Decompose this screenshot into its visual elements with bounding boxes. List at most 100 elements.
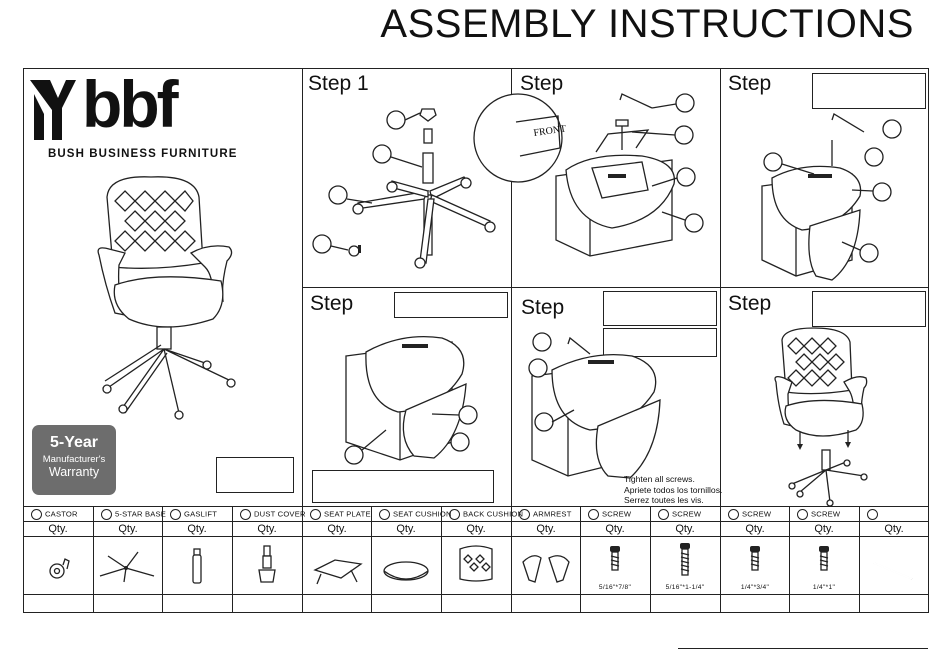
screw-icon	[610, 546, 620, 571]
part-qty-label: Qty.	[605, 523, 625, 535]
step-5-text-box-2	[603, 328, 717, 357]
part-qty-label: Qty.	[536, 523, 556, 535]
part-qty-label: Qty.	[257, 523, 277, 535]
signature-line	[678, 648, 928, 650]
part-checkbox-icon	[658, 509, 669, 520]
brand-subtitle: BUSH BUSINESS FURNITURE	[48, 148, 238, 160]
part-name-12	[867, 509, 881, 520]
part-qty-label: Qty.	[48, 523, 68, 535]
allen-key-icon	[873, 555, 913, 580]
part-name-label: SCREW	[811, 509, 841, 519]
part-name-label: DUST COVER	[254, 509, 306, 519]
part-checkbox-icon	[449, 509, 460, 520]
part-checkbox-icon	[588, 509, 599, 520]
part-size-label: 1/4"*1"	[812, 584, 836, 591]
page-title: ASSEMBLY INSTRUCTIONS	[380, 2, 914, 46]
step-4-text-box	[394, 292, 508, 318]
part-name-6: BACK CUSHION	[449, 509, 523, 520]
part-qty-label: Qty.	[884, 523, 904, 535]
castor-icon	[49, 558, 70, 579]
part-checkbox-icon	[867, 509, 878, 520]
part-checkbox-icon	[240, 509, 251, 520]
warranty-years: 5-Year	[49, 434, 99, 451]
warranty-line3: Warranty	[48, 465, 100, 479]
gaslift-icon	[192, 548, 202, 584]
step-3-label: Step	[728, 72, 772, 95]
brand-logo	[30, 80, 76, 140]
part-name-9: SCREW	[658, 509, 701, 520]
part-name-label: SEAT CUSHION	[393, 509, 452, 519]
step-5-label: Step	[521, 296, 565, 319]
model-number-box	[216, 457, 294, 493]
screw-icon	[750, 546, 760, 571]
part-name-8: SCREW	[588, 509, 631, 520]
part-name-label: GASLIFT	[184, 509, 218, 519]
part-name-0: CASTOR	[31, 509, 78, 520]
step-5-illustration	[528, 332, 661, 479]
step-4-label: Step	[310, 292, 354, 315]
star-base-icon	[99, 551, 155, 583]
part-size-label: 5/16"*1-1/4"	[665, 584, 705, 591]
chair-illustration	[97, 176, 236, 420]
part-name-5: SEAT CUSHION	[379, 509, 452, 520]
part-qty-label: Qty.	[327, 523, 347, 535]
part-checkbox-icon	[728, 509, 739, 520]
step-2-illustration: FRONT	[473, 93, 704, 257]
seat-plate-icon	[313, 559, 363, 585]
step-2-label: Step	[520, 72, 564, 95]
part-name-label: CASTOR	[45, 509, 78, 519]
step-5-note-en: Tighten all screws.	[624, 474, 695, 484]
step-3-text-box	[812, 73, 926, 109]
step-5-note-fr: Serrez toutes les vis.	[624, 495, 704, 505]
part-size-label: 1/4"*3/4"	[740, 584, 770, 591]
part-qty-label: Qty.	[187, 523, 207, 535]
part-name-label: ARMREST	[533, 509, 572, 519]
part-name-7: ARMREST	[519, 509, 572, 520]
part-qty-label: Qty.	[118, 523, 138, 535]
step-5-note: Tighten all screws. Apriete todos los to…	[624, 474, 722, 506]
step-6-illustration	[774, 327, 868, 507]
armrest-icon	[522, 555, 570, 583]
brand-logo-text: bbf	[82, 67, 179, 141]
part-checkbox-icon	[797, 509, 808, 520]
step-6-label: Step	[728, 292, 772, 315]
part-qty-label: Qty.	[814, 523, 834, 535]
screw-icon	[819, 546, 829, 571]
part-name-10: SCREW	[728, 509, 771, 520]
part-name-label: 5-STAR BASE	[115, 509, 167, 519]
part-size-label: 5/16"*7/8"	[598, 584, 632, 591]
part-name-2: GASLIFT	[170, 509, 217, 520]
dust-cover-icon	[258, 545, 276, 583]
part-name-4: SEAT PLATE	[310, 509, 371, 520]
step-4-note-box	[312, 470, 494, 503]
front-label: FRONT	[533, 124, 567, 139]
part-name-3: DUST COVER	[240, 509, 306, 520]
step-3-illustration	[761, 113, 902, 281]
part-checkbox-icon	[310, 509, 321, 520]
step-1-illustration	[312, 108, 496, 269]
step-6-text-box	[812, 291, 926, 327]
part-checkbox-icon	[101, 509, 112, 520]
part-name-label: SCREW	[742, 509, 772, 519]
part-name-label: SEAT PLATE	[324, 509, 371, 519]
part-qty-label: Qty.	[396, 523, 416, 535]
part-qty-label: Qty.	[466, 523, 486, 535]
step-4-illustration	[344, 335, 478, 465]
part-name-label: BACK CUSHION	[463, 509, 524, 519]
part-checkbox-icon	[170, 509, 181, 520]
part-name-1: 5-STAR BASE	[101, 509, 166, 520]
part-qty-label: Qty.	[675, 523, 695, 535]
step-5-text-box-1	[603, 291, 717, 326]
part-name-label: SCREW	[672, 509, 702, 519]
warranty-line2: Manufacturer's	[42, 454, 106, 465]
screw-long-icon	[680, 543, 690, 576]
back-cushion-icon	[459, 545, 493, 582]
step-5-note-es: Apriete todos los tornillos.	[624, 484, 723, 495]
part-checkbox-icon	[519, 509, 530, 520]
part-name-label: SCREW	[602, 509, 632, 519]
part-name-11: SCREW	[797, 509, 840, 520]
part-qty-label: Qty.	[745, 523, 765, 535]
part-checkbox-icon	[379, 509, 390, 520]
seat-cushion-icon	[383, 561, 429, 581]
part-checkbox-icon	[31, 509, 42, 520]
